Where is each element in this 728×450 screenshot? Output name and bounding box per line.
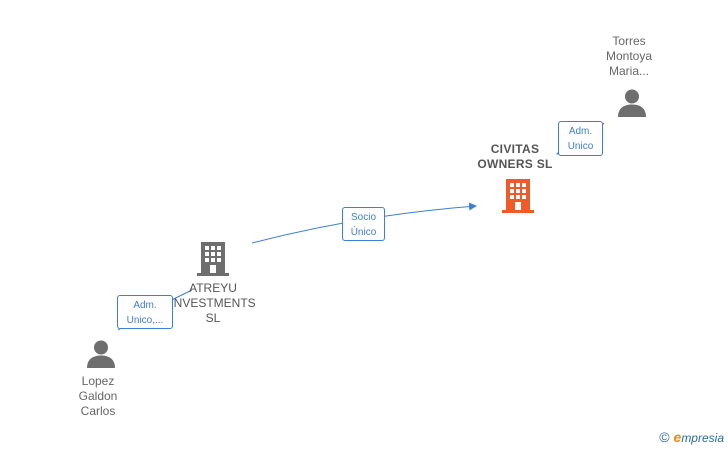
edge-label-line: Único: [350, 227, 377, 238]
node-name-line: Torres: [612, 34, 646, 48]
node-name-line: Montoya: [605, 49, 653, 63]
node-name-line: Carlos: [80, 404, 116, 418]
edge-label-adm-unico-lopez[interactable]: Adm. Unico,...: [117, 295, 173, 329]
brand-logo[interactable]: ©empresia: [659, 429, 724, 445]
node-name-line: CIVITAS: [490, 142, 540, 156]
brand-name: mpresia: [681, 431, 724, 445]
node-label-atreyu[interactable]: ATREYU INVESTMENTS SL: [163, 281, 263, 326]
node-label-civitas[interactable]: CIVITAS OWNERS SL: [462, 142, 568, 172]
edge-label-line: Adm.: [568, 126, 593, 137]
node-name-line: Lopez: [81, 374, 115, 388]
person-icon[interactable]: [85, 339, 117, 369]
node-name-line: SL: [205, 311, 221, 325]
person-icon[interactable]: [616, 88, 648, 118]
node-name-line: Maria...: [608, 64, 649, 78]
edge-label-line: Socio: [350, 212, 376, 223]
node-name-line: Galdon: [78, 389, 118, 403]
edge-label-socio-unico[interactable]: Socio Único: [342, 207, 385, 241]
node-label-lopez[interactable]: Lopez Galdon Carlos: [63, 374, 133, 419]
edge-label-line: Unico,...: [126, 315, 164, 326]
edge-label-line: Adm.: [133, 300, 157, 311]
brand-initial: e: [673, 429, 682, 445]
copyright-symbol: ©: [659, 429, 670, 445]
edge-label-line: Unico: [567, 141, 594, 152]
node-label-torres[interactable]: Torres Montoya Maria...: [594, 34, 664, 79]
edge-label-adm-unico-torres[interactable]: Adm. Unico: [558, 121, 603, 156]
building-icon[interactable]: [501, 178, 535, 214]
node-name-line: ATREYU: [189, 281, 237, 295]
node-name-line: INVESTMENTS: [170, 296, 256, 310]
building-icon[interactable]: [196, 241, 230, 277]
node-name-line: OWNERS SL: [477, 157, 553, 171]
